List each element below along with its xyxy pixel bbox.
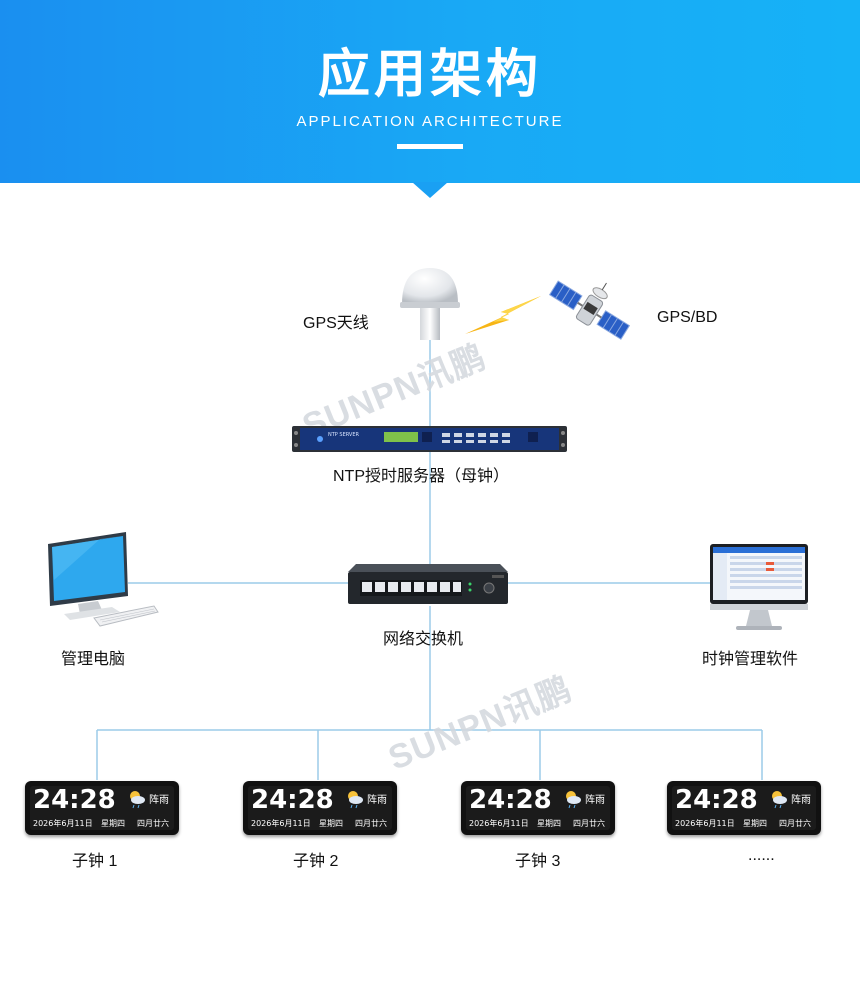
weather-rain-icon [772, 791, 787, 809]
clock1-label: 子钟 1 [72, 853, 118, 870]
clock-time: 24:28 [675, 785, 758, 815]
clock-date: 2026年6月11日 [675, 819, 735, 828]
clock-weather: 阵雨 [149, 795, 169, 806]
lightning-icon [465, 296, 541, 334]
clock-week: 星期四 [101, 819, 125, 828]
gps-antenna-icon [400, 268, 460, 340]
clock-week: 星期四 [319, 819, 343, 828]
weather-rain-icon [348, 791, 363, 809]
clock-weather: 阵雨 [585, 795, 605, 806]
header-banner [0, 0, 860, 183]
clock3-label: 子钟 3 [515, 853, 561, 870]
sub-clock-3: 24:28 阵雨 2026年6月11日 星期四 四月廿六 [461, 781, 615, 835]
pc-label: 管理电脑 [61, 651, 126, 668]
clock-week: 星期四 [743, 819, 767, 828]
clock-time: 24:28 [251, 785, 334, 815]
monitor-software-icon [710, 544, 808, 630]
software-label: 时钟管理软件 [702, 651, 799, 668]
clock-more-label: ...... [748, 847, 775, 864]
ntp-server-device: NTP SERVER [292, 426, 567, 452]
clock-lunar: 四月廿六 [573, 819, 605, 828]
clock-date: 2026年6月11日 [469, 819, 529, 828]
clock-lunar: 四月廿六 [137, 819, 169, 828]
gps-antenna-label: GPS天线 [303, 315, 369, 332]
computer-icon [48, 532, 159, 627]
sub-clock-2: 24:28 阵雨 2026年6月11日 星期四 四月廿六 [243, 781, 397, 835]
weather-rain-icon [130, 791, 145, 809]
clock2-label: 子钟 2 [293, 853, 339, 870]
sub-clock-1: 24:28 阵雨 2026年6月11日 星期四 四月廿六 [25, 781, 179, 835]
clock-lunar: 四月廿六 [779, 819, 811, 828]
clock-weather: 阵雨 [791, 795, 811, 806]
ntp-server-label: NTP授时服务器（母钟） [333, 468, 510, 485]
page-title: 应用架构 [317, 45, 542, 105]
server-brand-text: NTP SERVER [328, 432, 360, 438]
clock-date: 2026年6月11日 [251, 819, 311, 828]
header-notch [412, 182, 448, 198]
clock-lunar: 四月廿六 [355, 819, 387, 828]
clock-week: 星期四 [537, 819, 561, 828]
satellite-icon [548, 280, 631, 340]
clock-date: 2026年6月11日 [33, 819, 93, 828]
gps-bd-label: GPS/BD [657, 309, 718, 326]
title-underline [397, 144, 463, 149]
network-switch-device [348, 564, 508, 604]
page-subtitle: APPLICATION ARCHITECTURE [296, 113, 564, 130]
clock-time: 24:28 [33, 785, 116, 815]
weather-rain-icon [566, 791, 581, 809]
clock-weather: 阵雨 [367, 795, 387, 806]
switch-label: 网络交换机 [383, 631, 464, 648]
clock-time: 24:28 [469, 785, 552, 815]
sub-clock-4: 24:28 阵雨 2026年6月11日 星期四 四月廿六 [667, 781, 821, 835]
